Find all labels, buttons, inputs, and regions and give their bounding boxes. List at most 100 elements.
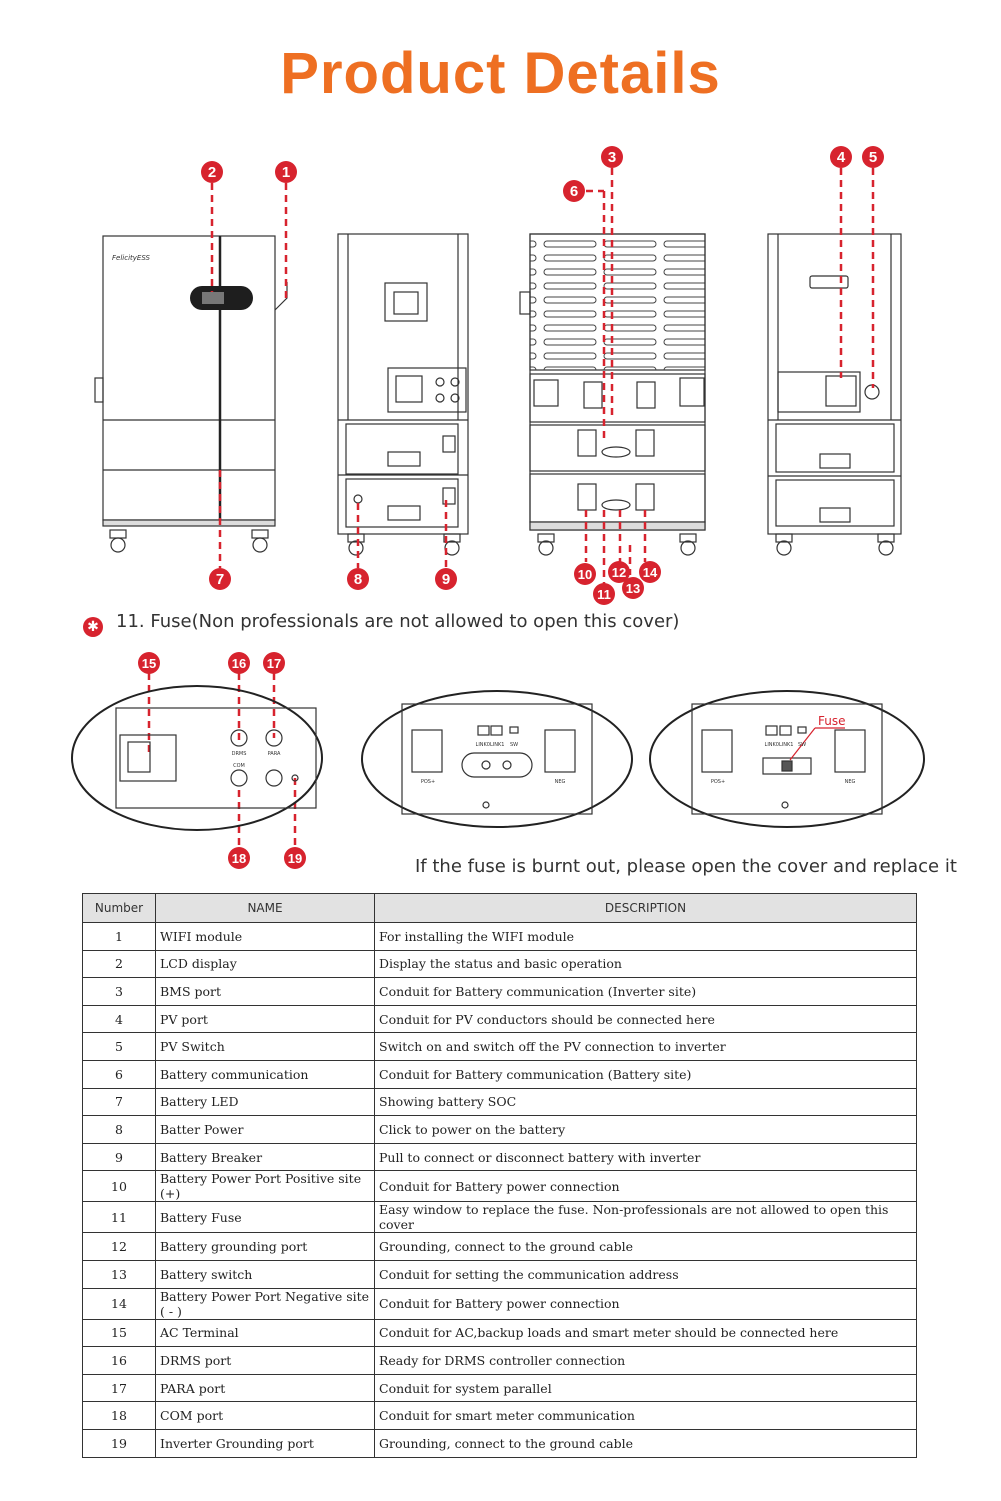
row-number: 1 [82,922,156,951]
svg-text:13: 13 [626,581,640,596]
header-name: NAME [155,893,375,923]
row-number: 15 [82,1318,156,1348]
brand-logo: FelicityESS [112,254,151,262]
row-name: Battery Power Port Positive site (+) [155,1170,375,1203]
product-diagram: FelicityESS 1 2 3 4 5 6 7 8 9 10 11 [71,146,925,869]
detail-ac-ports [71,685,323,831]
svg-text:14: 14 [643,565,658,580]
row-number: 6 [82,1059,156,1089]
back-view [519,233,706,556]
row-description: Conduit for smart meter communication [374,1401,917,1430]
row-description: Ready for DRMS controller connection [374,1346,917,1375]
side-view-left [337,233,469,556]
svg-text:5: 5 [869,149,877,166]
row-name: PARA port [155,1373,375,1403]
row-description: Click to power on the battery [374,1115,917,1144]
row-description: Conduit for Battery power connection [374,1170,917,1203]
fuse-label: Fuse [818,714,846,728]
row-name: Battery switch [155,1259,375,1289]
row-number: 4 [82,1004,156,1034]
row-name: Battery Breaker [155,1142,375,1172]
row-description: Grounding, connect to the ground cable [374,1232,917,1261]
row-number: 10 [82,1170,156,1203]
row-description: Display the status and basic operation [374,949,917,979]
svg-text:7: 7 [216,571,224,588]
link-label: LINK0LINK1 [476,742,505,748]
row-number: 19 [82,1428,156,1458]
row-number: 3 [82,977,156,1006]
pos-label: POS+ [421,779,435,785]
svg-text:6: 6 [570,183,578,200]
neg-label: NEG [555,779,566,785]
row-description: Switch on and switch off the PV connecti… [374,1032,917,1061]
front-view [94,235,288,553]
link-label-2: LINK0LINK1 [765,742,794,748]
fuse-note: 11. Fuse(Non professionals are not allow… [116,611,680,632]
row-description: Easy window to replace the fuse. Non-pro… [374,1201,917,1234]
row-name: DRMS port [155,1346,375,1375]
row-name: COM port [155,1401,375,1430]
svg-text:2: 2 [208,164,216,181]
svg-text:19: 19 [288,851,302,866]
sw-label: SW [510,742,518,748]
neg-label-2: NEG [845,779,856,785]
row-description: Conduit for Battery power connection [374,1287,917,1320]
svg-text:17: 17 [267,656,281,671]
svg-text:9: 9 [442,571,450,588]
row-number: 5 [82,1032,156,1061]
drms-port-label: DRMS [232,751,247,757]
row-number: 17 [82,1373,156,1403]
row-name: BMS port [155,977,375,1006]
svg-text:16: 16 [232,656,246,671]
row-number: 16 [82,1346,156,1375]
row-name: WIFI module [155,922,375,951]
svg-text:10: 10 [578,567,592,582]
row-number: 13 [82,1259,156,1289]
svg-text:12: 12 [612,565,626,580]
row-number: 7 [82,1087,156,1117]
row-name: PV port [155,1004,375,1034]
row-name: PV Switch [155,1032,375,1061]
row-name: Inverter Grounding port [155,1428,375,1458]
replace-note: If the fuse is burnt out, please open th… [415,856,957,877]
svg-text:18: 18 [232,851,246,866]
row-number: 18 [82,1401,156,1430]
row-name: Batter Power [155,1115,375,1144]
row-number: 12 [82,1232,156,1261]
side-view-right [767,233,902,556]
row-name: AC Terminal [155,1318,375,1348]
row-description: Showing battery SOC [374,1087,917,1117]
detail-fuse-open [649,690,925,828]
row-name: LCD display [155,949,375,979]
svg-text:1: 1 [282,164,290,181]
svg-text:4: 4 [837,149,846,166]
svg-text:15: 15 [142,656,156,671]
row-description: Conduit for system parallel [374,1373,917,1403]
row-description: Conduit for setting the communication ad… [374,1259,917,1289]
asterisk-icon: ✱ [83,617,103,637]
row-description: Conduit for Battery communication (Inver… [374,977,917,1006]
com-port-label: COM [233,763,245,769]
callout-markers: 1 2 3 4 5 6 7 8 9 10 11 12 13 14 15 16 1… [138,146,884,869]
para-port-label: PARA [268,751,281,757]
row-number: 2 [82,949,156,979]
svg-text:11: 11 [597,587,611,602]
row-number: 11 [82,1201,156,1234]
header-description: DESCRIPTION [374,893,917,923]
row-name: Battery grounding port [155,1232,375,1261]
row-name: Battery communication [155,1059,375,1089]
